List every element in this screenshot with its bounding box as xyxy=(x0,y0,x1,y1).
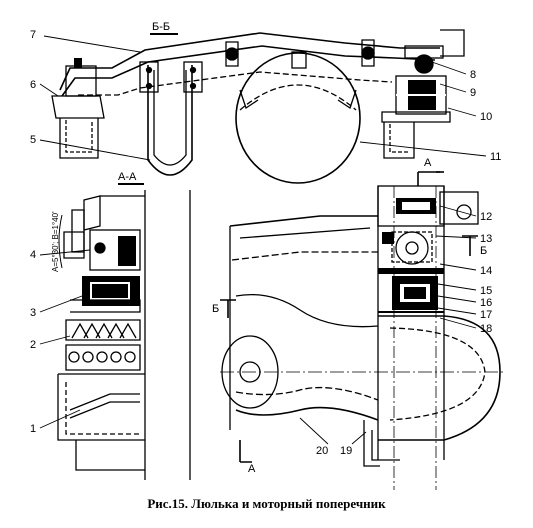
bracket-part-19 xyxy=(363,420,380,467)
section-label-a-bottom: А xyxy=(248,463,256,475)
callout-8: 8 xyxy=(470,69,476,81)
callout-7: 7 xyxy=(30,29,36,41)
callout-labels: Б-Б А-А А А Б Б А=5°30'; В=1°40' 7 6 5 8… xyxy=(30,21,501,475)
cradle-arm-part-20 xyxy=(229,215,378,227)
motor-housing-part-11 xyxy=(235,52,361,184)
bracket-part-6 xyxy=(51,95,105,119)
callout-3: 3 xyxy=(30,307,36,319)
callout-10: 10 xyxy=(480,111,492,123)
view-main xyxy=(220,171,505,490)
callout-9: 9 xyxy=(470,87,476,99)
callout-15: 15 xyxy=(480,285,492,297)
callout-16: 16 xyxy=(480,297,492,309)
section-label-a-top: А xyxy=(424,157,432,169)
callout-4: 4 xyxy=(30,249,36,261)
angle-note: А=5°30'; В=1°40' xyxy=(51,211,60,272)
callout-13: 13 xyxy=(480,233,492,245)
callout-6: 6 xyxy=(30,79,36,91)
callout-20: 20 xyxy=(316,445,328,457)
arrow-pattern-part-2 xyxy=(65,319,141,371)
bracket-part-12 xyxy=(439,191,479,225)
callout-5: 5 xyxy=(30,134,36,146)
callout-1: 1 xyxy=(30,423,36,435)
section-label-aa: А-А xyxy=(118,171,137,183)
figure-caption: Рис.15. Люлька и моторный поперечник xyxy=(147,496,386,511)
hanger xyxy=(147,65,193,176)
callout-2: 2 xyxy=(30,339,36,351)
motor-housing xyxy=(378,315,501,441)
section-label-bb: Б-Б xyxy=(152,21,170,33)
view-bb xyxy=(51,29,465,184)
callout-18: 18 xyxy=(480,323,492,335)
section-label-b-left: Б xyxy=(212,303,219,315)
view-aa xyxy=(57,183,191,480)
section-label-b-right: Б xyxy=(480,245,487,257)
leader-lines xyxy=(39,35,487,445)
callout-14: 14 xyxy=(480,265,492,277)
callout-11: 11 xyxy=(490,151,501,163)
callout-12: 12 xyxy=(480,211,492,223)
callout-17: 17 xyxy=(480,309,492,321)
callout-19: 19 xyxy=(340,445,352,457)
